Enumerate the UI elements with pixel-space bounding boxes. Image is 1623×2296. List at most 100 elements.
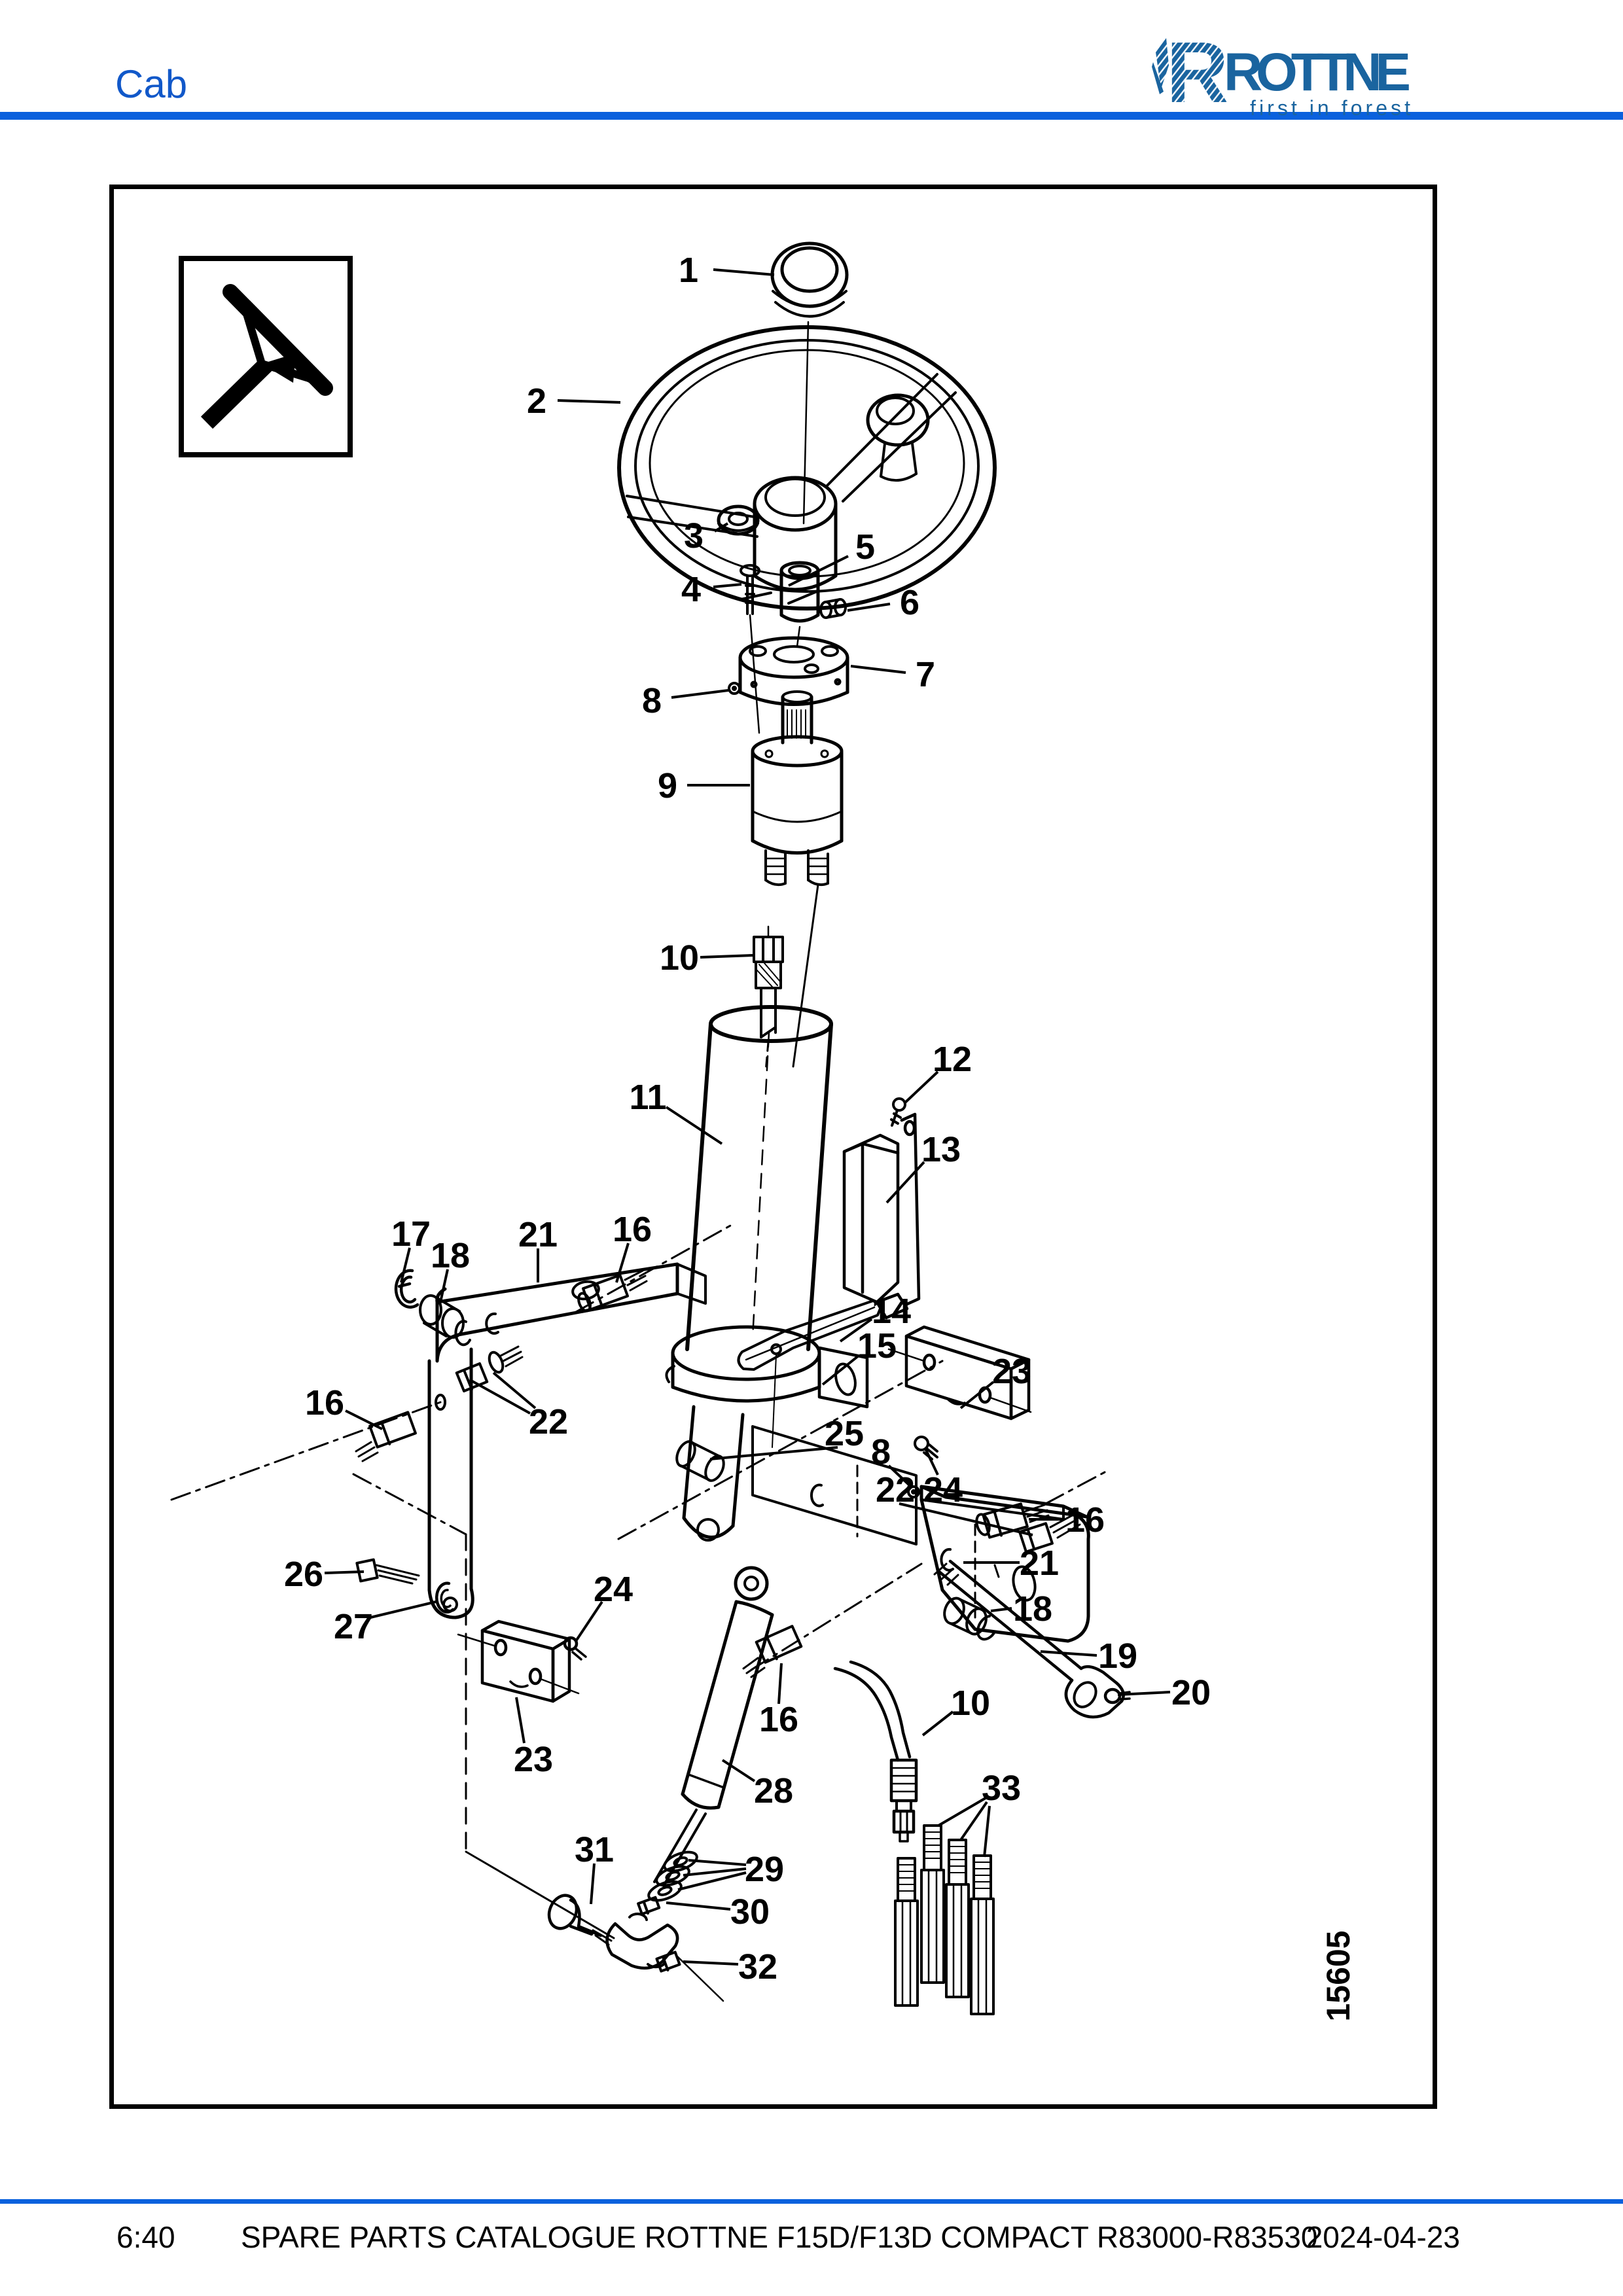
callout-number-23: 23	[992, 1352, 1031, 1391]
part-ring-27	[435, 1581, 455, 1614]
callout-number-26: 26	[284, 1555, 323, 1594]
callout-leader	[924, 1448, 939, 1475]
callout-leader	[990, 1607, 1012, 1612]
part-set-screw-8	[728, 682, 741, 695]
part-column-clamp	[665, 1325, 918, 1545]
callout-leader	[899, 1502, 1033, 1536]
callout-leader	[1117, 1691, 1171, 1696]
diagram-frame	[109, 185, 1437, 2109]
callout-number-31: 31	[575, 1830, 614, 1869]
callout-leader	[887, 1464, 914, 1489]
logo-tagline: first in forest	[1250, 96, 1414, 120]
part-pin-6	[819, 598, 847, 619]
part-nut-30	[637, 1896, 661, 1916]
callout-number-19: 19	[1098, 1636, 1137, 1676]
callout-number-16: 16	[305, 1383, 344, 1422]
part-damper-28	[653, 1566, 774, 2002]
callout-leader	[713, 583, 742, 588]
callout-number-21: 21	[1020, 1544, 1059, 1583]
part-plate-23l	[457, 1619, 587, 1703]
callout-leader	[400, 1247, 411, 1283]
part-screw-12	[890, 1097, 906, 1127]
callout-leader	[370, 1600, 437, 1619]
callout-number-22: 22	[529, 1402, 568, 1441]
callout-leader	[1040, 1650, 1097, 1657]
callout-leader	[557, 399, 621, 404]
callout-leader	[721, 1759, 756, 1782]
callout-leader	[471, 1379, 531, 1415]
callout-leader	[983, 1805, 991, 1858]
part-fitting-10	[753, 925, 784, 1073]
callout-number-27: 27	[334, 1607, 373, 1646]
callout-leader	[777, 1663, 783, 1704]
part-screw-20	[1103, 1687, 1131, 1704]
callout-number-17: 17	[391, 1214, 431, 1254]
part-screw-24l	[563, 1636, 587, 1661]
figure-number: 15605	[1320, 1930, 1357, 2022]
callout-leader	[788, 555, 849, 587]
callout-number-12: 12	[933, 1040, 972, 1079]
part-steering-valve-9	[751, 690, 844, 1068]
part-link-rod-19	[933, 1559, 1131, 1719]
callout-number-24: 24	[594, 1570, 633, 1609]
callout-number-33: 33	[982, 1769, 1021, 1808]
callout-number-1: 1	[679, 251, 698, 290]
part-bolt-16b	[355, 1411, 417, 1462]
page-title: Cab	[115, 62, 188, 106]
callout-leader	[688, 1859, 747, 1866]
callout-number-5: 5	[855, 527, 875, 567]
callout-leader	[515, 1697, 526, 1744]
callout-number-9: 9	[658, 766, 677, 805]
callout-leader	[671, 689, 729, 699]
callout-leader	[959, 1381, 995, 1409]
callout-number-24: 24	[923, 1470, 963, 1510]
footer-page-number: 6:40	[116, 2220, 175, 2254]
callout-number-8: 8	[871, 1432, 891, 1472]
callout-number-16: 16	[613, 1210, 652, 1249]
callout-leader	[921, 1710, 954, 1737]
part-washers-29	[647, 1850, 698, 1902]
callout-leader	[839, 1318, 873, 1343]
callout-number-6: 6	[900, 583, 919, 622]
part-hose-10b	[833, 1660, 918, 1843]
part-bushing-18a	[419, 1294, 471, 1347]
callout-leader	[575, 1600, 603, 1642]
callout-leader	[713, 522, 729, 533]
callout-number-32: 32	[738, 1947, 777, 1987]
callout-leader	[847, 603, 891, 612]
callout-number-10: 10	[951, 1684, 990, 1723]
callout-number-29: 29	[745, 1850, 784, 1889]
rottne-r-emblem: R	[1152, 26, 1228, 120]
callout-number-7: 7	[916, 655, 935, 694]
steering-wheel-icon-box	[179, 256, 353, 457]
part-snap-ring-17	[394, 1269, 419, 1309]
callout-leader	[590, 1863, 596, 1905]
callout-number-21: 21	[518, 1215, 558, 1254]
callout-number-10: 10	[660, 938, 699, 978]
spinner-knob	[866, 393, 930, 482]
callout-leader	[439, 1269, 449, 1303]
part-washer	[717, 504, 760, 536]
svg-text:R: R	[1166, 26, 1228, 120]
footer-rule	[0, 2199, 1623, 2204]
footer-date: 2024-04-23	[1306, 2220, 1460, 2254]
steering-wheel-icon	[200, 284, 333, 429]
callout-leader	[821, 1354, 860, 1386]
callout-number-18: 18	[431, 1236, 470, 1275]
callout-number-4: 4	[681, 570, 701, 609]
callout-leader	[700, 954, 753, 959]
part-bolt-16c	[975, 1502, 1050, 1539]
callout-number-16: 16	[1065, 1500, 1105, 1540]
part-plate-23r	[887, 1325, 1032, 1421]
logo-brand: ROTTNE	[1224, 43, 1414, 102]
callout-leader	[709, 1446, 838, 1460]
callout-number-13: 13	[921, 1130, 961, 1169]
callout-leader	[492, 1371, 537, 1409]
callout-leader	[713, 268, 775, 276]
callout-number-30: 30	[730, 1892, 770, 1932]
callout-leader	[345, 1409, 383, 1430]
part-bushing-18b	[943, 1597, 996, 1641]
callout-number-8: 8	[642, 681, 662, 720]
